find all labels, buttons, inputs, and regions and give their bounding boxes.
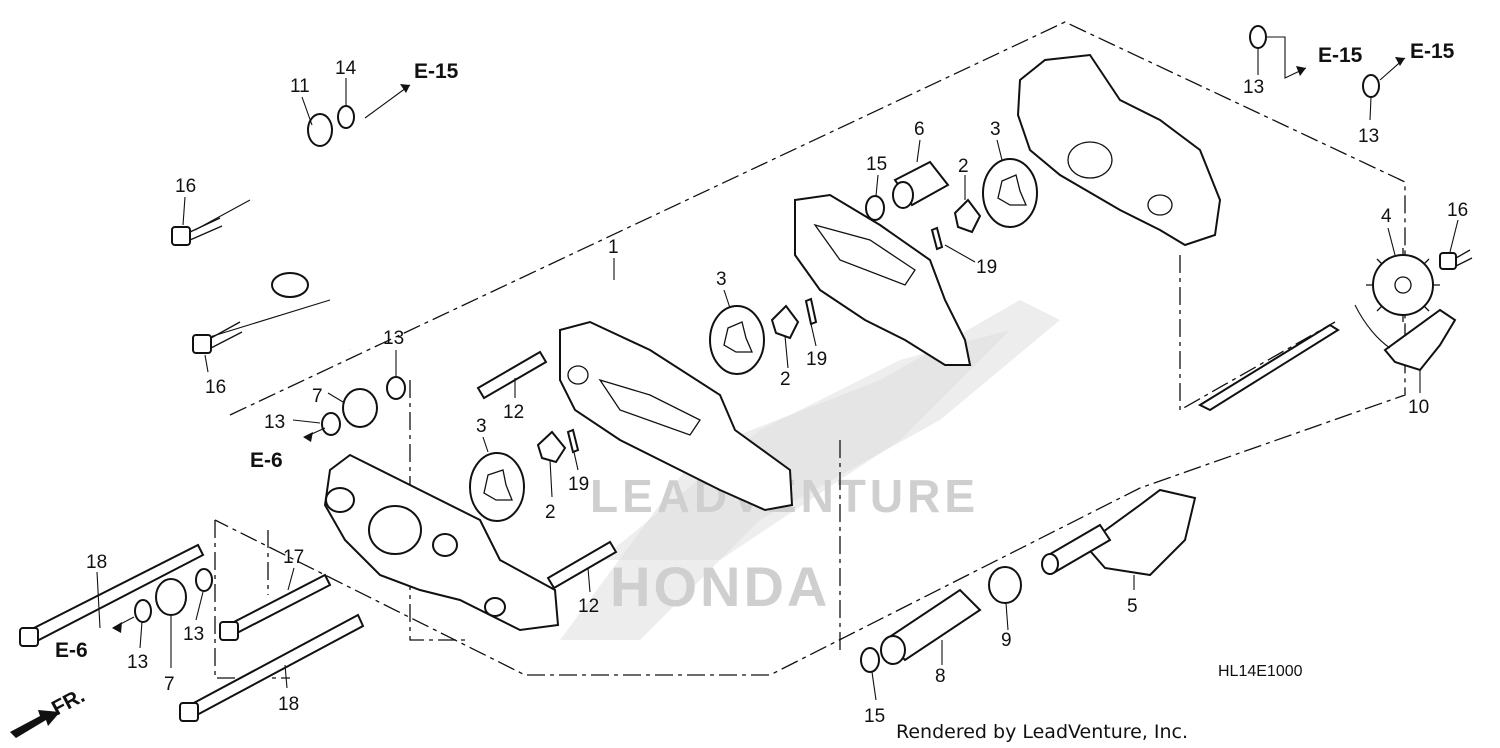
callout-19: 19 bbox=[806, 349, 827, 370]
front-direction-arrow: FR. bbox=[10, 684, 89, 738]
oil-pipe-joint bbox=[880, 588, 982, 665]
callout-4: 4 bbox=[1381, 206, 1392, 227]
callout-7: 7 bbox=[312, 386, 323, 407]
long-bolts bbox=[19, 543, 365, 722]
ref-e15: E-15 bbox=[1318, 44, 1363, 67]
callout-18: 18 bbox=[278, 694, 299, 715]
ref-arrows bbox=[112, 57, 1405, 633]
ref-e6: E-6 bbox=[55, 639, 88, 662]
pump-shaft bbox=[892, 160, 950, 209]
callout-16: 16 bbox=[205, 377, 226, 398]
bolt-guide-lines bbox=[214, 255, 1336, 679]
callout-16: 16 bbox=[1447, 200, 1468, 221]
callout-18: 18 bbox=[86, 552, 107, 573]
assembly-outline bbox=[214, 21, 1406, 676]
rotor-stage-lower bbox=[469, 428, 580, 522]
callout-2: 2 bbox=[958, 156, 969, 177]
callout-3: 3 bbox=[476, 416, 487, 437]
callout-19: 19 bbox=[976, 257, 997, 278]
ref-e6: E-6 bbox=[250, 449, 283, 472]
callout-2: 2 bbox=[780, 369, 791, 390]
pump-body-plate-upper bbox=[794, 193, 972, 366]
pump-body-plate-lower bbox=[559, 320, 794, 512]
pump-housing-lower bbox=[323, 453, 560, 632]
callout-5: 5 bbox=[1127, 596, 1138, 617]
diagram-code: HL14E1000 bbox=[1218, 663, 1303, 680]
callout-14: 14 bbox=[335, 58, 357, 79]
honda-wing-logo bbox=[560, 300, 1060, 640]
callout-3: 3 bbox=[716, 269, 727, 290]
callout-11: 11 bbox=[290, 76, 310, 97]
pump-cover-upper bbox=[1016, 53, 1222, 247]
callout-6: 6 bbox=[914, 119, 925, 140]
callout-15: 15 bbox=[866, 154, 887, 175]
leader-lines bbox=[96, 36, 1459, 701]
sprocket bbox=[1366, 248, 1440, 322]
callout-7: 7 bbox=[164, 674, 175, 695]
callout-13: 13 bbox=[383, 328, 404, 349]
callout-12: 12 bbox=[578, 596, 599, 617]
watermark-logo-text: HONDA bbox=[610, 555, 830, 618]
callout-labels: 1 2 2 2 3 3 3 4 5 6 7 7 8 9 10 11 12 12 … bbox=[86, 58, 1468, 727]
callout-16: 16 bbox=[175, 176, 196, 197]
callout-17: 17 bbox=[283, 547, 304, 568]
callout-19: 19 bbox=[568, 474, 589, 495]
bolt-16-right bbox=[1439, 249, 1473, 270]
callout-1: 1 bbox=[608, 237, 619, 258]
washers bbox=[134, 25, 1380, 673]
bolt-16-upper bbox=[171, 217, 223, 246]
rotor-stage-middle bbox=[709, 297, 818, 375]
watermark: LEADVENTURE HONDA bbox=[560, 300, 1060, 640]
callout-13: 13 bbox=[1358, 126, 1379, 147]
callout-8: 8 bbox=[935, 666, 946, 687]
chain-guide-bar bbox=[1197, 323, 1340, 412]
callout-13: 13 bbox=[264, 412, 285, 433]
callout-10: 10 bbox=[1408, 397, 1429, 418]
ref-e15: E-15 bbox=[414, 60, 459, 83]
cross-references: E-15 E-15 E-15 E-6 E-6 bbox=[55, 40, 1455, 662]
collars bbox=[155, 388, 1022, 616]
bolt-16-lower bbox=[192, 321, 243, 354]
ref-e15: E-15 bbox=[1410, 40, 1455, 63]
callout-9: 9 bbox=[1001, 630, 1012, 651]
callout-13: 13 bbox=[183, 624, 204, 645]
callout-2: 2 bbox=[545, 502, 556, 523]
dowel-pins bbox=[476, 350, 618, 590]
drive-chain bbox=[1354, 304, 1457, 372]
callout-13: 13 bbox=[127, 652, 148, 673]
rotor-stage-upper bbox=[930, 158, 1038, 251]
credit-line: Rendered by LeadVenture, Inc. bbox=[896, 721, 1188, 743]
callout-12: 12 bbox=[503, 402, 524, 423]
callout-15: 15 bbox=[864, 706, 885, 727]
oil-pipe bbox=[194, 113, 354, 359]
callout-13: 13 bbox=[1243, 77, 1264, 98]
callout-3: 3 bbox=[990, 119, 1001, 140]
oil-strainer bbox=[1041, 488, 1197, 577]
